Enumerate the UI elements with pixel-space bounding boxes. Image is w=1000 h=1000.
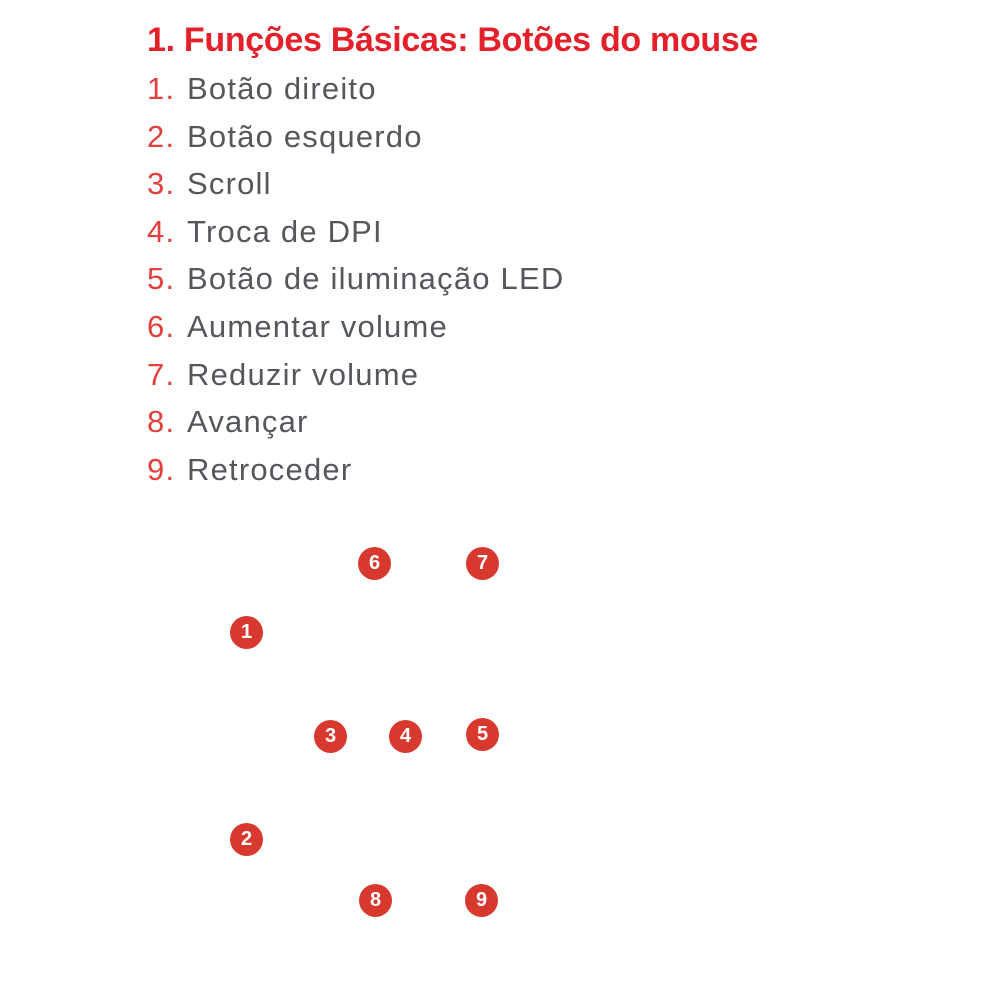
callout-2-left-button: 2	[230, 823, 263, 856]
callout-5-led: 5	[466, 718, 499, 751]
legend-item: 5. Botão de iluminação LED	[147, 263, 867, 294]
legend-item: 3. Scroll	[147, 168, 867, 199]
legend-item: 4. Troca de DPI	[147, 216, 867, 247]
legend-item-number: 9.	[147, 451, 176, 487]
legend-item-number: 2.	[147, 118, 176, 154]
callout-8-forward: 8	[359, 884, 392, 917]
legend-item: 8. Avançar	[147, 406, 867, 437]
legend-item-label: Scroll	[187, 166, 272, 202]
legend-item: 7. Reduzir volume	[147, 359, 867, 390]
mouse-diagram: 1 2 3 4 5 6 7 8 9	[140, 530, 880, 950]
legend-item-label: Botão direito	[187, 71, 377, 106]
button-legend-list: 1. Botão direito 2. Botão esquerdo 3. Sc…	[147, 73, 867, 485]
legend-item: 9. Retroceder	[147, 454, 867, 485]
legend-item: 1. Botão direito	[147, 73, 867, 104]
callout-4-dpi: 4	[389, 720, 422, 753]
section-heading: 1. Funções Básicas: Botões do mouse	[147, 21, 759, 59]
legend-item-label: Troca de DPI	[187, 213, 383, 249]
manual-text-column: 1. Funções Básicas: Botões do mouse 1. B…	[147, 22, 867, 501]
legend-item-number: 5.	[147, 261, 176, 297]
legend-item-number: 4.	[147, 213, 176, 249]
legend-item-label: Reduzir volume	[187, 356, 420, 392]
legend-item-label: Aumentar volume	[187, 308, 448, 344]
legend-item-number: 1.	[147, 71, 176, 106]
callout-7-volume-down: 7	[466, 547, 499, 580]
callout-3-scroll: 3	[314, 720, 347, 753]
legend-item-number: 6.	[147, 308, 176, 344]
callout-9-back: 9	[465, 884, 498, 917]
callout-1-right-button: 1	[230, 616, 263, 649]
legend-item-label: Botão de iluminação LED	[187, 261, 565, 297]
legend-item-label: Avançar	[187, 404, 309, 440]
callout-6-volume-up: 6	[358, 547, 391, 580]
legend-item: 6. Aumentar volume	[147, 311, 867, 342]
legend-item-label: Retroceder	[187, 451, 353, 487]
legend-item-label: Botão esquerdo	[187, 118, 423, 154]
legend-item-number: 7.	[147, 356, 176, 392]
mouse-line-art	[140, 530, 880, 950]
legend-item-number: 8.	[147, 404, 176, 440]
legend-item-number: 3.	[147, 166, 176, 202]
legend-item: 2. Botão esquerdo	[147, 121, 867, 152]
